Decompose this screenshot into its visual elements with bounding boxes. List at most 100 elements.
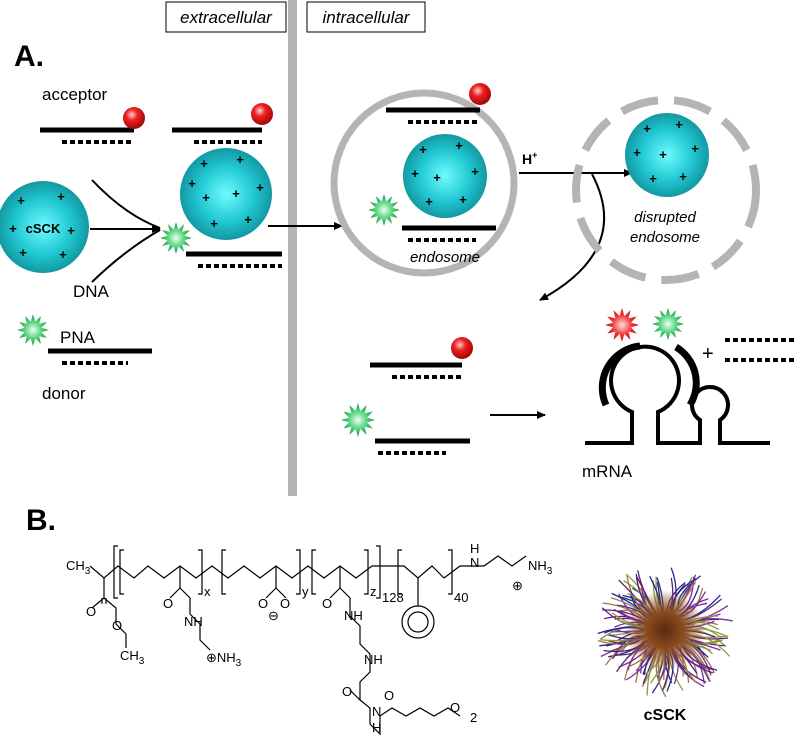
charge-glyph: + bbox=[455, 138, 463, 153]
amide1-nh: NH bbox=[184, 614, 203, 629]
amide4-o: O bbox=[384, 688, 394, 703]
charge-glyph: + bbox=[19, 245, 27, 260]
amide3-o: O bbox=[342, 684, 352, 699]
csck-nanoparticle-render bbox=[597, 567, 734, 698]
charge-glyph: + bbox=[236, 152, 244, 167]
charge-glyph: + bbox=[643, 121, 651, 136]
extracellular-header-box bbox=[165, 1, 287, 33]
mrna-acceptor-dye bbox=[605, 308, 639, 342]
charge-glyph: + bbox=[633, 145, 641, 160]
charge-glyph: + bbox=[659, 147, 667, 162]
terminal-h: H bbox=[372, 720, 381, 735]
terminal-o: O bbox=[450, 700, 460, 715]
charge-glyph: + bbox=[188, 176, 196, 191]
intracellular-header: intracellular bbox=[323, 8, 411, 27]
pna-label: PNA bbox=[60, 328, 96, 347]
polymer-structure bbox=[89, 545, 527, 736]
terminal-nh3: NH3 bbox=[528, 558, 553, 577]
released-acceptor-dye bbox=[451, 337, 473, 359]
complex-donor-dye bbox=[160, 222, 192, 254]
subscript-x: x bbox=[204, 584, 211, 599]
pna-merge-curve bbox=[91, 229, 161, 283]
cell-membrane-divider bbox=[288, 0, 297, 496]
dye-starburst bbox=[368, 194, 400, 226]
charge-glyph: + bbox=[679, 169, 687, 184]
intracellular-header-box bbox=[306, 1, 426, 33]
charge-glyph: + bbox=[459, 192, 467, 207]
endosome-membrane bbox=[330, 89, 518, 277]
csck-particle-disrupted: +++++++ bbox=[625, 113, 709, 197]
ester-o2: O bbox=[112, 618, 122, 633]
mrna-label: mRNA bbox=[582, 462, 633, 481]
donor-dye-left bbox=[17, 314, 49, 346]
extracellular-header: extracellular bbox=[180, 8, 273, 27]
terminal-amine-n: N bbox=[470, 555, 479, 570]
complex-acceptor-dye bbox=[251, 103, 273, 125]
dna-merge-curve bbox=[91, 179, 161, 229]
endosome-label: endosome bbox=[410, 249, 480, 266]
mrna-structure bbox=[585, 342, 770, 445]
amide1-o: O bbox=[163, 596, 173, 611]
amine-nh3: ⊕NH3 bbox=[206, 650, 242, 669]
dye-starburst bbox=[160, 222, 192, 254]
acceptor-label: acceptor bbox=[42, 85, 108, 104]
terminal-amine-h: H bbox=[470, 541, 479, 556]
subscript-128: 128 bbox=[382, 590, 404, 605]
charge-glyph: + bbox=[649, 171, 657, 186]
plus-sign: + bbox=[702, 343, 714, 365]
charge-glyph: + bbox=[202, 190, 210, 205]
amide2-nh: NH bbox=[344, 608, 363, 623]
dye-starburst bbox=[341, 403, 375, 437]
dye-starburst bbox=[652, 308, 684, 340]
carboxylate-o1: O bbox=[258, 596, 268, 611]
disrupted-endosome-membrane bbox=[572, 96, 760, 284]
carboxylate-charge: ⊖ bbox=[268, 608, 279, 623]
csck-particle-left: cSCK ++++++ bbox=[0, 181, 89, 273]
methyl-label: CH3 bbox=[66, 558, 91, 577]
subscript-y: y bbox=[302, 584, 309, 599]
amide2-o: O bbox=[322, 596, 332, 611]
carboxylate-o2: O bbox=[280, 596, 290, 611]
acceptor-dye bbox=[123, 107, 145, 129]
endosome-donor-dye bbox=[368, 194, 400, 226]
charge-glyph: + bbox=[675, 117, 683, 132]
subscript-40: 40 bbox=[454, 590, 468, 605]
panel-b-label: B. bbox=[26, 504, 56, 537]
mrna-donor-dye bbox=[652, 308, 684, 340]
charge-glyph: + bbox=[419, 142, 427, 157]
charge-glyph: + bbox=[471, 164, 479, 179]
ester-o1: O bbox=[86, 604, 96, 619]
charge-glyph: + bbox=[9, 221, 17, 236]
charge-glyph: + bbox=[67, 223, 75, 238]
donor-label: donor bbox=[42, 384, 86, 403]
charge-glyph: + bbox=[433, 170, 441, 185]
csck-caption: cSCK bbox=[644, 707, 687, 724]
disrupted-label-line1: disrupted bbox=[634, 209, 696, 226]
charge-glyph: + bbox=[59, 247, 67, 262]
charge-glyph: + bbox=[200, 156, 208, 171]
release-arrow bbox=[539, 173, 606, 301]
charge-glyph: + bbox=[256, 180, 264, 195]
charge-glyph: + bbox=[691, 141, 699, 156]
disrupted-label-line2: endosome bbox=[630, 229, 700, 246]
charge-glyph: + bbox=[210, 216, 218, 231]
amide3-nh: NH bbox=[364, 652, 383, 667]
ester-ch3: CH3 bbox=[120, 648, 145, 667]
charge-glyph: + bbox=[411, 166, 419, 181]
charge-glyph: + bbox=[425, 194, 433, 209]
dna-label: DNA bbox=[73, 282, 110, 301]
subscript-z: z bbox=[370, 584, 377, 599]
dye-starburst bbox=[17, 314, 49, 346]
polymer-labels: CH3 O O CH3 O NH ⊕NH3 O O ⊖ O NH NH O O … bbox=[66, 541, 553, 735]
proton-label: H+ bbox=[522, 150, 537, 167]
charge-glyph: + bbox=[232, 186, 240, 201]
released-donor-dye bbox=[341, 403, 375, 437]
charge-glyph: + bbox=[244, 212, 252, 227]
terminal-plus: ⊕ bbox=[512, 578, 523, 593]
csck-particle-endosome: +++++++ bbox=[403, 134, 487, 218]
panel-a-label: A. bbox=[14, 40, 44, 73]
dye-starburst bbox=[605, 308, 639, 342]
csck-particle-label: cSCK bbox=[26, 221, 61, 236]
charge-glyph: + bbox=[17, 193, 25, 208]
